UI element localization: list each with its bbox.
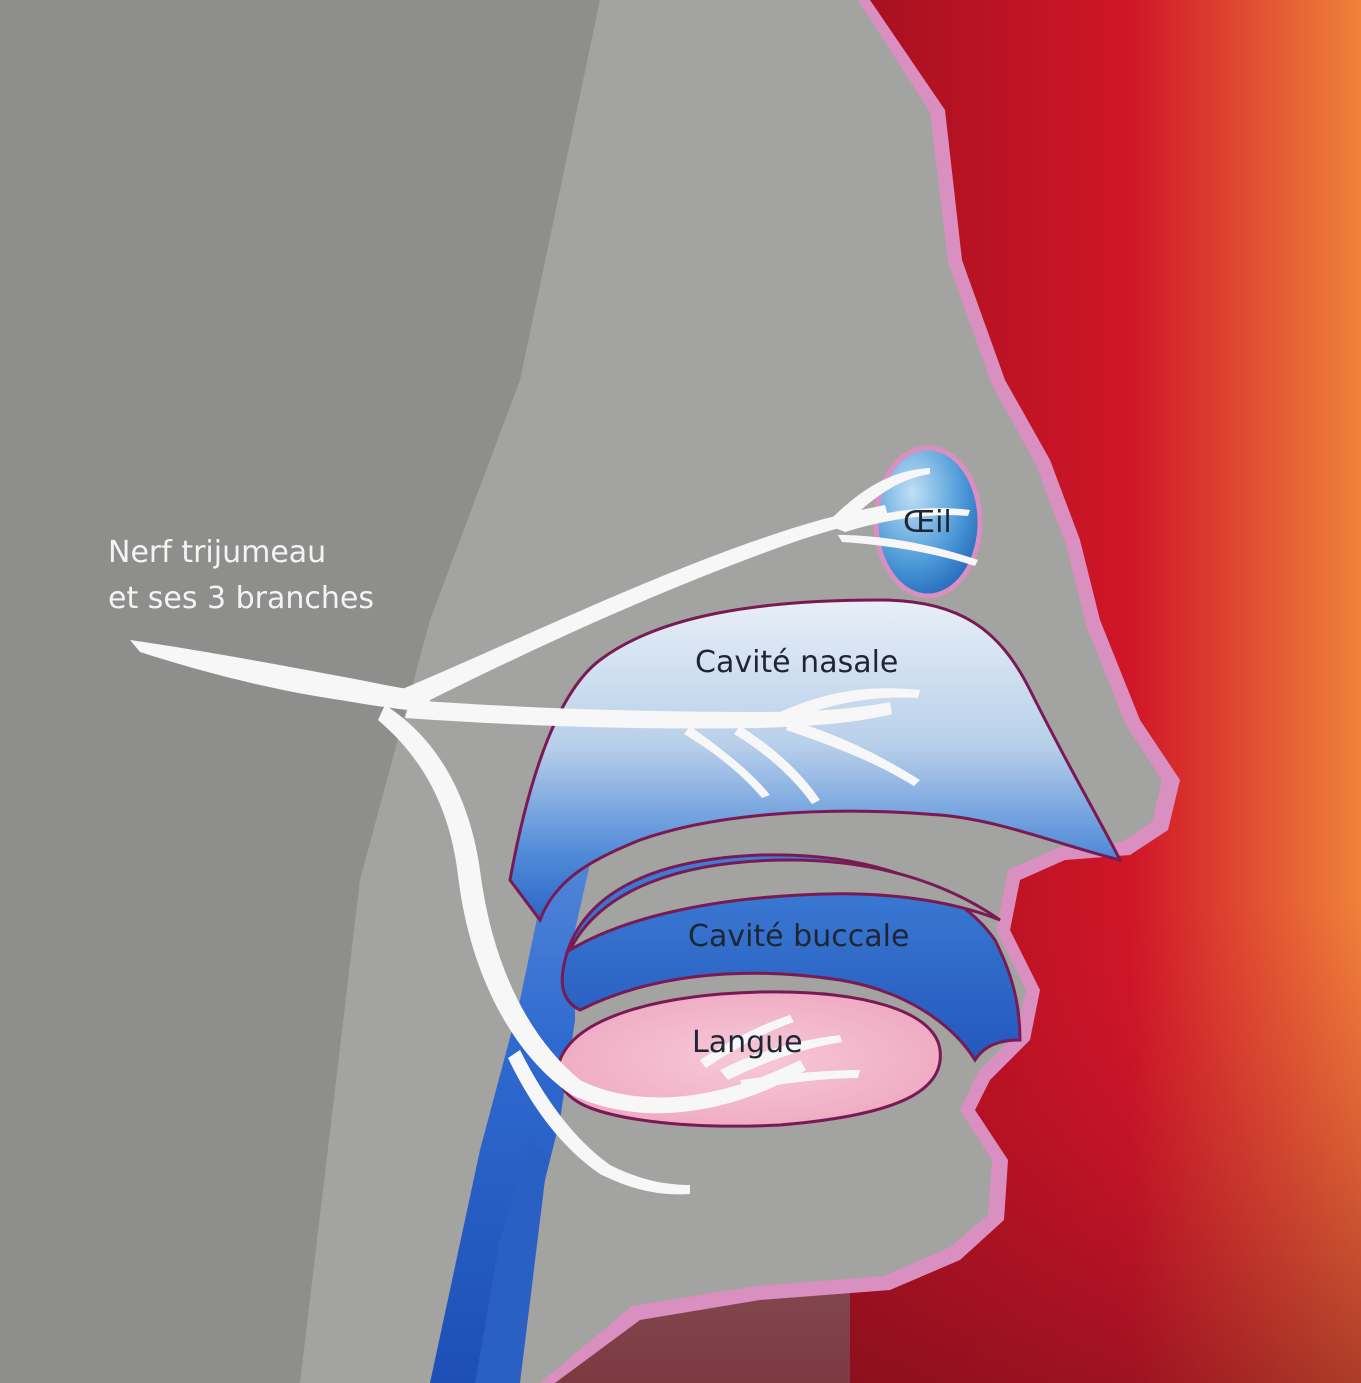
nasal-cavity-label: Cavité nasale (695, 645, 898, 680)
nerve-label-line2: et ses 3 branches (108, 581, 374, 616)
nerve-label-line1: Nerf trijumeau (108, 535, 326, 570)
tongue-label: Langue (692, 1025, 803, 1060)
oral-cavity-label: Cavité buccale (688, 919, 909, 954)
eye-label: Œil (903, 505, 952, 540)
